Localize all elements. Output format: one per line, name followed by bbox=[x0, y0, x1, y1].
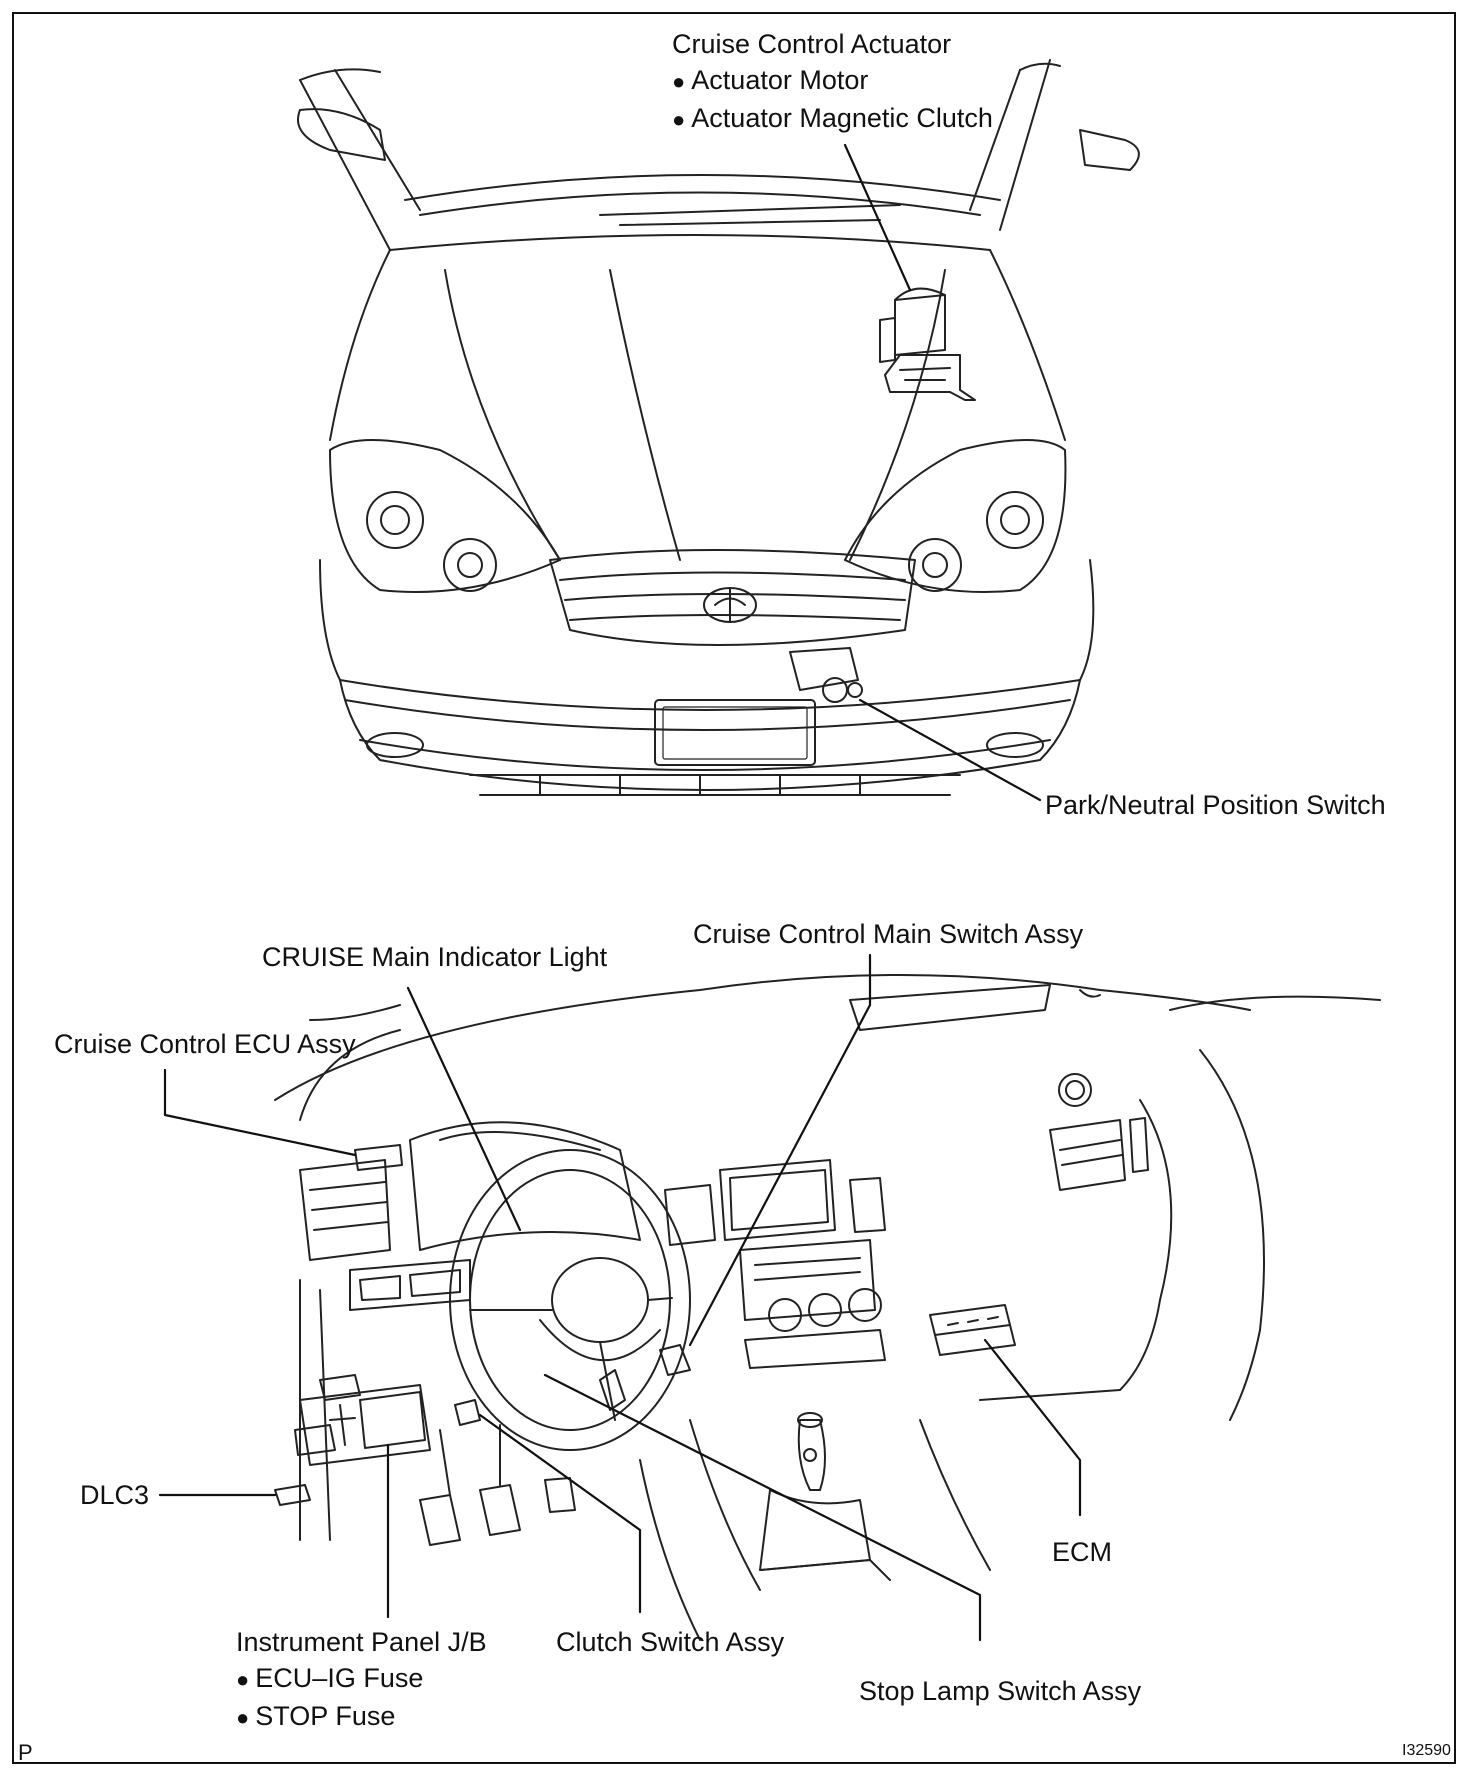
instrument-jb-label: Instrument Panel J/B ECU–IG Fuse STOP Fu… bbox=[236, 1624, 487, 1736]
actuator-item-motor: Actuator Motor bbox=[672, 62, 993, 100]
actuator-title: Cruise Control Actuator bbox=[672, 29, 952, 59]
cruise-main-switch-label: Cruise Control Main Switch Assy bbox=[693, 919, 1084, 949]
diagram-frame bbox=[12, 12, 1456, 1764]
jb-item-stop-fuse: STOP Fuse bbox=[236, 1698, 487, 1736]
dashboard-illustration bbox=[274, 974, 1381, 1641]
ecm-label: ECM bbox=[1052, 1537, 1112, 1567]
clutch-switch-label: Clutch Switch Assy bbox=[556, 1627, 785, 1657]
car-front-illustration bbox=[297, 59, 1140, 796]
actuator-item-clutch: Actuator Magnetic Clutch bbox=[672, 100, 993, 138]
cruise-ecu-label: Cruise Control ECU Assy bbox=[54, 1029, 356, 1059]
park-neutral-label: Park/Neutral Position Switch bbox=[1045, 790, 1386, 820]
cruise-indicator-label: CRUISE Main Indicator Light bbox=[262, 942, 608, 972]
corner-mark-left: P bbox=[18, 1740, 33, 1765]
figure-id: I32590 bbox=[1402, 1742, 1451, 1759]
stop-lamp-switch-label: Stop Lamp Switch Assy bbox=[859, 1676, 1142, 1706]
dlc3-label: DLC3 bbox=[80, 1480, 150, 1510]
jb-item-ecu-ig-fuse: ECU–IG Fuse bbox=[236, 1660, 487, 1698]
instrument-jb-title: Instrument Panel J/B bbox=[236, 1627, 487, 1657]
actuator-label: Cruise Control Actuator Actuator Motor A… bbox=[672, 26, 993, 138]
